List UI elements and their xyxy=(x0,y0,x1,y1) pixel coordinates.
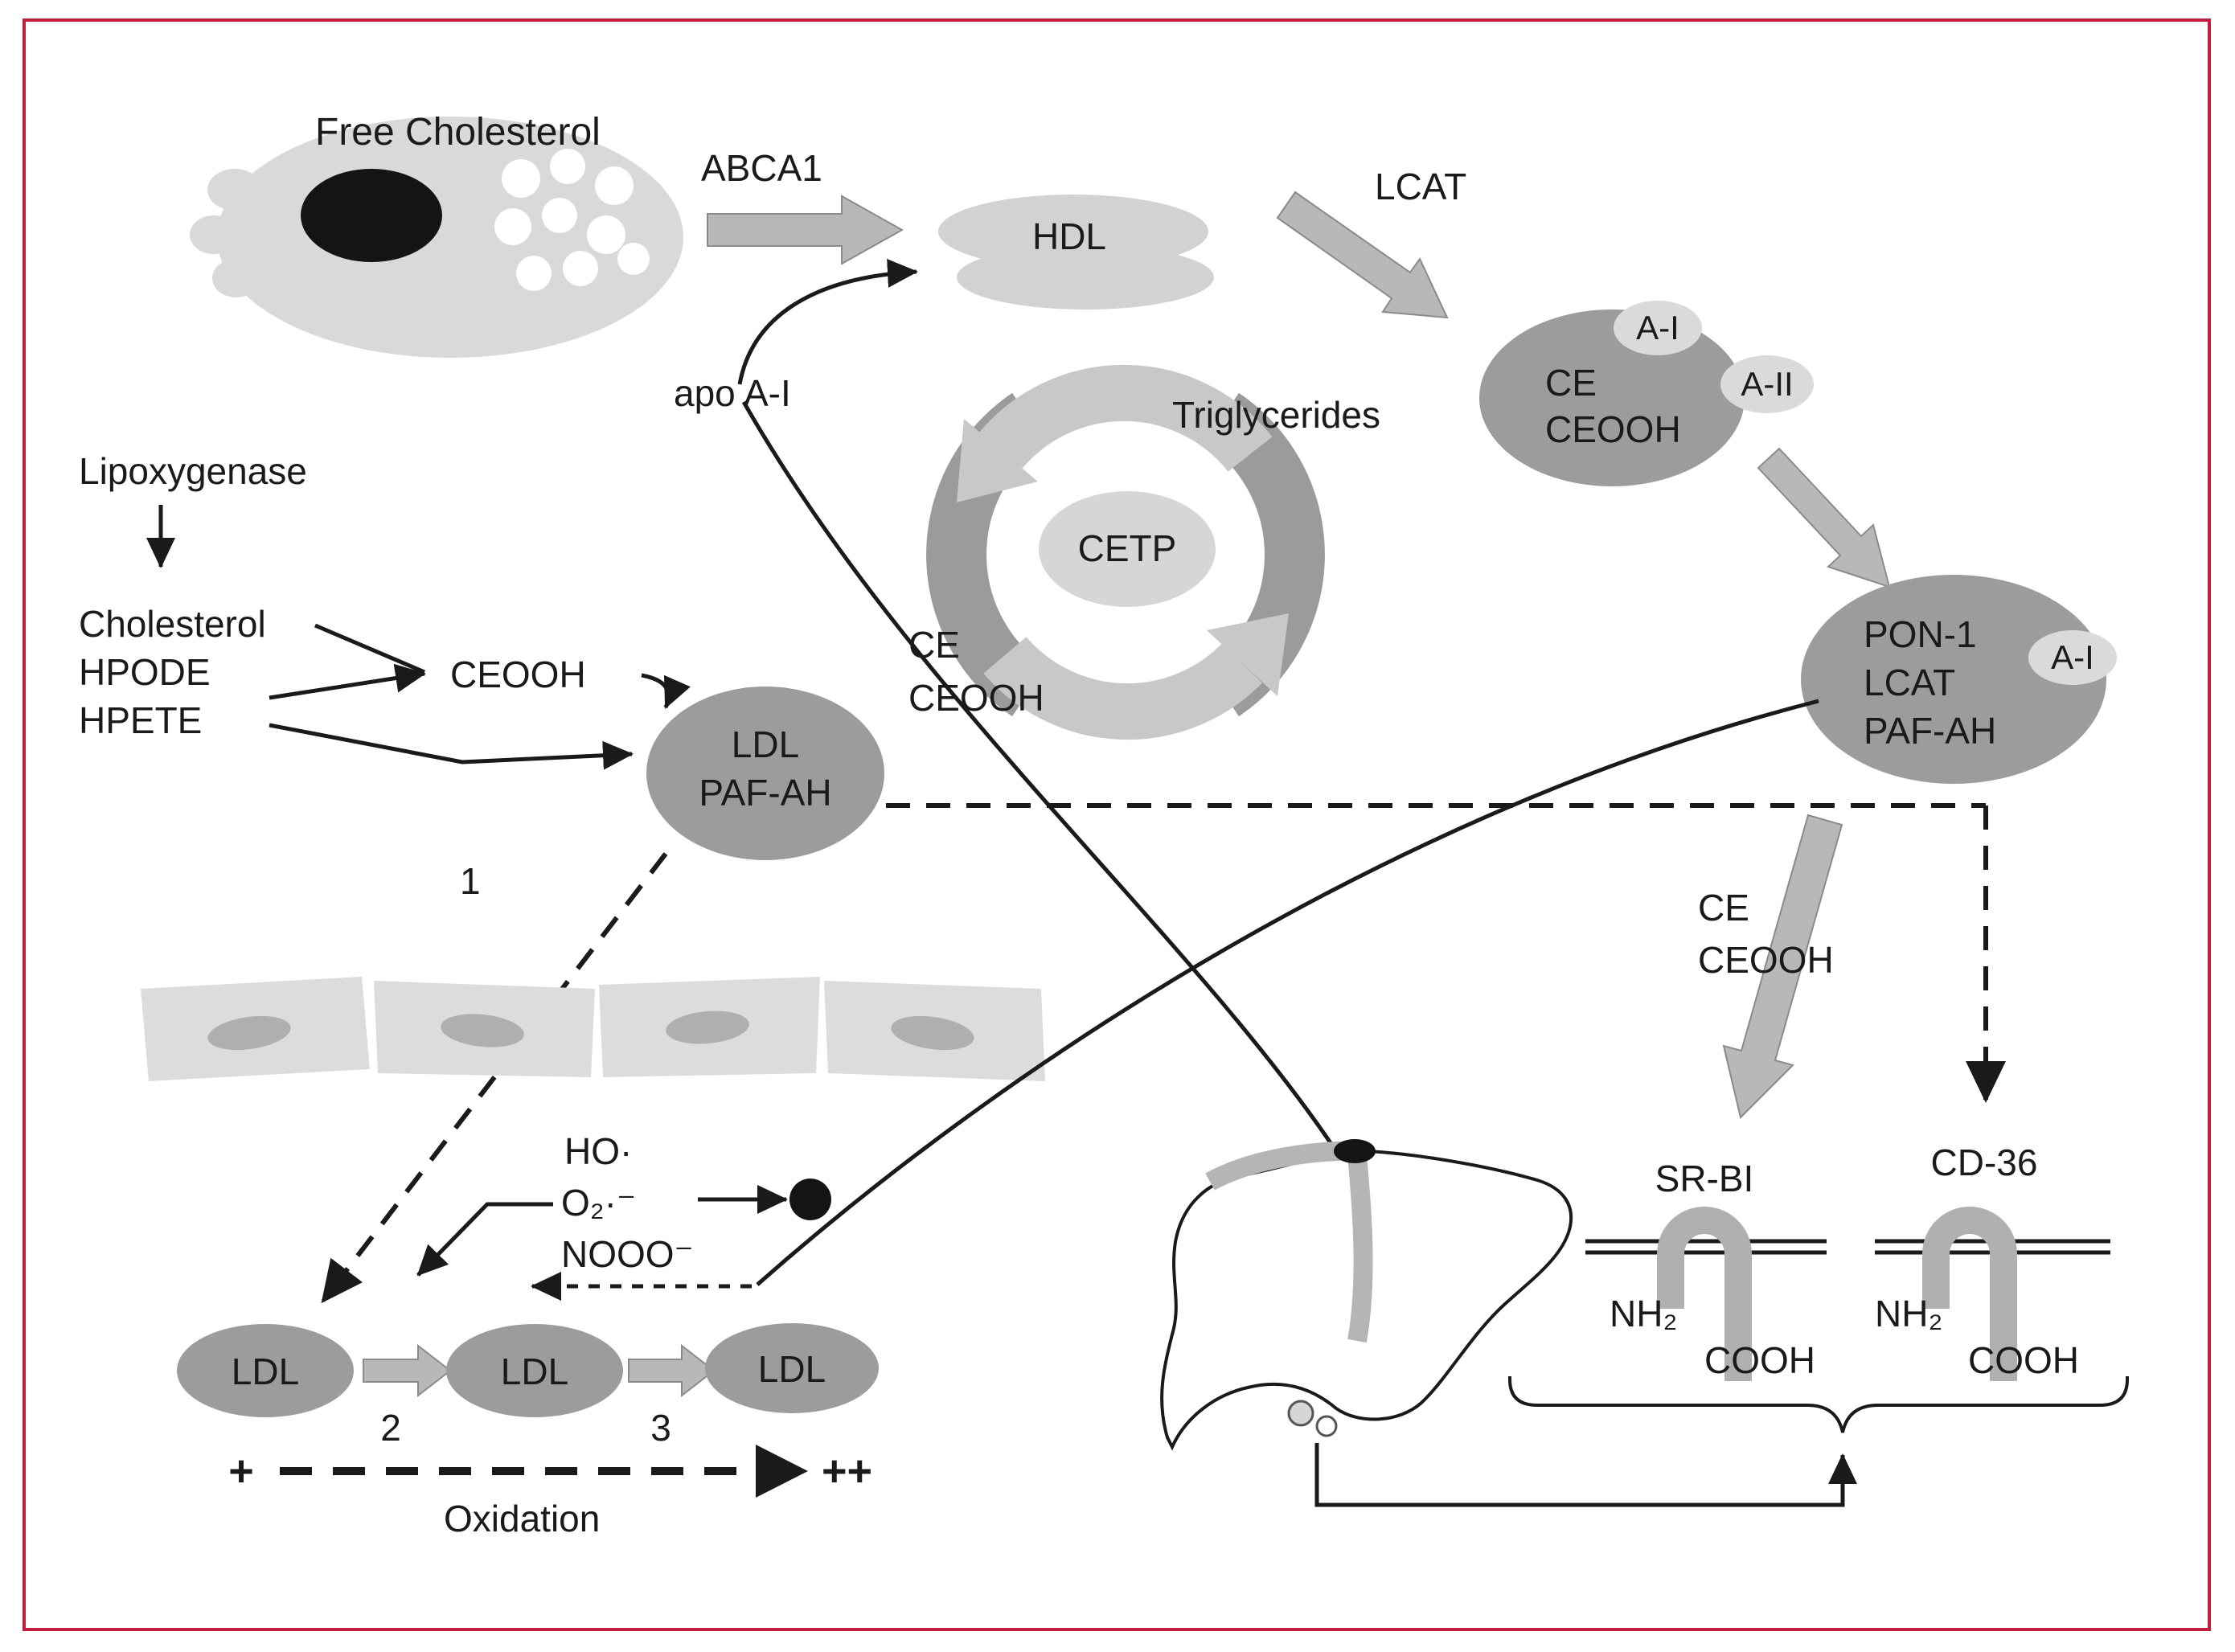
ldl-pafah-label: PAF-AH xyxy=(699,772,831,814)
cetp-bubble xyxy=(1039,491,1216,607)
figure-border xyxy=(23,18,2211,1631)
peroxynitrite-label: NOOO⁻ xyxy=(561,1233,694,1275)
pon1-a1-badge xyxy=(2028,630,2117,685)
hpete-to-ldl-arrow xyxy=(269,723,634,770)
oxidation-arrow-2 xyxy=(628,1343,716,1398)
ce-uptake-arrow xyxy=(1722,814,1843,1119)
cell-protrusion xyxy=(212,259,260,297)
apo-ai-to-hdl-arrow xyxy=(737,258,918,385)
abca1-label: ABCA1 xyxy=(701,147,822,189)
cd36-cooh-label: COOH xyxy=(1968,1339,2079,1381)
uptake-ceooh-label: CEOOH xyxy=(1698,939,1834,981)
lipid-droplets xyxy=(494,149,650,291)
aii-badge-label: A-II xyxy=(1741,365,1793,403)
srbi-label: SR-BI xyxy=(1655,1158,1754,1199)
cell-nucleus xyxy=(301,169,442,262)
step-1-label: 1 xyxy=(460,860,481,902)
ldl-3-label: LDL xyxy=(758,1348,826,1390)
ldl-minimally-oxidized xyxy=(446,1324,623,1417)
lcat-arrow xyxy=(1276,191,1449,319)
liver-to-apo-ai-curve xyxy=(741,400,1339,1153)
endothelial-cell-row xyxy=(141,977,1045,1081)
a2-badge xyxy=(1720,355,1814,413)
srbi-receptor xyxy=(1585,1207,1827,1381)
hpode-label: HPODE xyxy=(79,651,211,693)
ho-radical-label: HO· xyxy=(564,1130,632,1172)
free-cholesterol-label: Free Cholesterol xyxy=(315,111,601,154)
endothelial-nucleus xyxy=(207,1015,291,1051)
ldl-2-label: LDL xyxy=(501,1351,568,1392)
dashed-arrow-to-ldl xyxy=(321,852,668,1304)
cetp-label: CETP xyxy=(1078,527,1177,569)
endothelial-nucleus xyxy=(441,1014,524,1047)
step-2-label: 2 xyxy=(380,1407,401,1449)
liver-hilum-dot xyxy=(1334,1139,1376,1163)
hpode-to-ceooh-arrow xyxy=(269,663,426,700)
step-3-label: 3 xyxy=(650,1407,671,1449)
cell-protrusion xyxy=(207,169,262,211)
cholesterol-to-ceooh-line xyxy=(314,623,425,674)
endothelial-nucleus xyxy=(666,1010,749,1044)
cycle-ce-label: CE xyxy=(908,624,960,666)
srbi-cooh-label: COOH xyxy=(1704,1339,1815,1381)
hdl-label: HDL xyxy=(1032,215,1106,257)
superoxide-label: O₂·⁻ xyxy=(561,1182,636,1224)
cetp-exchange-cycle xyxy=(926,364,1325,740)
receptor-brace xyxy=(1508,1376,2129,1433)
ldl-pafah-ldl-label: LDL xyxy=(732,724,799,765)
uptake-ce-label: CE xyxy=(1698,887,1749,928)
cycle-light-arrow-bottom xyxy=(983,636,1262,740)
oxidation-plusplus-label: ++ xyxy=(822,1447,872,1495)
liver-gallbladder xyxy=(1315,1415,1338,1437)
radicals-to-ldl-arrow xyxy=(416,1202,553,1277)
mature-hdl-particle xyxy=(1479,301,1814,486)
hpete-label: HPETE xyxy=(79,699,202,741)
maturation-arrow xyxy=(1757,447,1891,588)
lcat-label: LCAT xyxy=(1375,166,1466,207)
oxidation-plus-label: + xyxy=(228,1447,254,1495)
liver-illustration xyxy=(1160,1139,1573,1451)
ldl-pafah-particle xyxy=(646,687,884,860)
pon1-pafah-label: PAF-AH xyxy=(1864,710,1996,752)
pon1-ai-label: A-I xyxy=(2051,638,2094,676)
mature-hdl-ce-label: CE xyxy=(1545,362,1597,404)
cycle-light-arrow-top xyxy=(979,364,1273,473)
apo-ai-label: apo A-I xyxy=(674,372,791,414)
lipoxygenase-label: Lipoxygenase xyxy=(79,450,307,492)
pon1-particle xyxy=(1801,575,2117,784)
pon1-label: PON-1 xyxy=(1864,613,1977,655)
cycle-light-arrow-top-head xyxy=(957,419,1038,502)
liver-ligament xyxy=(1347,1154,1373,1343)
ceooh-hook-arrow xyxy=(641,673,691,709)
triglycerides-label: Triglycerides xyxy=(1172,394,1380,436)
ldl-native xyxy=(177,1324,354,1417)
oxidation-arrow-1 xyxy=(363,1343,452,1398)
a1-badge xyxy=(1614,301,1702,355)
oxidation-gradient-arrowhead xyxy=(756,1445,808,1498)
cd36-receptor xyxy=(1875,1207,2110,1381)
endothelial-nucleus xyxy=(891,1015,974,1051)
liver-gallbladder xyxy=(1287,1400,1314,1427)
hdl-particle xyxy=(938,195,1214,309)
cycle-light-arrow-bottom-head xyxy=(1207,613,1289,696)
ceooh-label: CEOOH xyxy=(450,654,586,695)
ai-badge-label: A-I xyxy=(1636,309,1679,346)
cycle-ceooh-label: CEOOH xyxy=(908,677,1044,719)
cholesterol-label: Cholesterol xyxy=(79,603,266,645)
pon1-lcat-label: LCAT xyxy=(1864,662,1955,703)
pon1-antioxidant-curve xyxy=(756,699,1819,1286)
ldl-1-label: LDL xyxy=(232,1351,299,1392)
macrophage-foam-cell xyxy=(190,117,683,358)
abca1-arrow xyxy=(707,195,904,265)
cell-protrusion xyxy=(190,215,238,254)
cd36-nh2-label: NH₂ xyxy=(1875,1293,1942,1334)
mature-hdl-ceooh-label: CEOOH xyxy=(1545,408,1681,450)
ldl-oxidized xyxy=(705,1323,879,1413)
radical-source-dot xyxy=(789,1179,831,1220)
liver-to-receptors-arrow xyxy=(1314,1443,1857,1507)
oxidation-label: Oxidation xyxy=(444,1498,600,1539)
cd36-label: CD-36 xyxy=(1931,1142,2038,1183)
srbi-nh2-label: NH₂ xyxy=(1610,1293,1677,1334)
